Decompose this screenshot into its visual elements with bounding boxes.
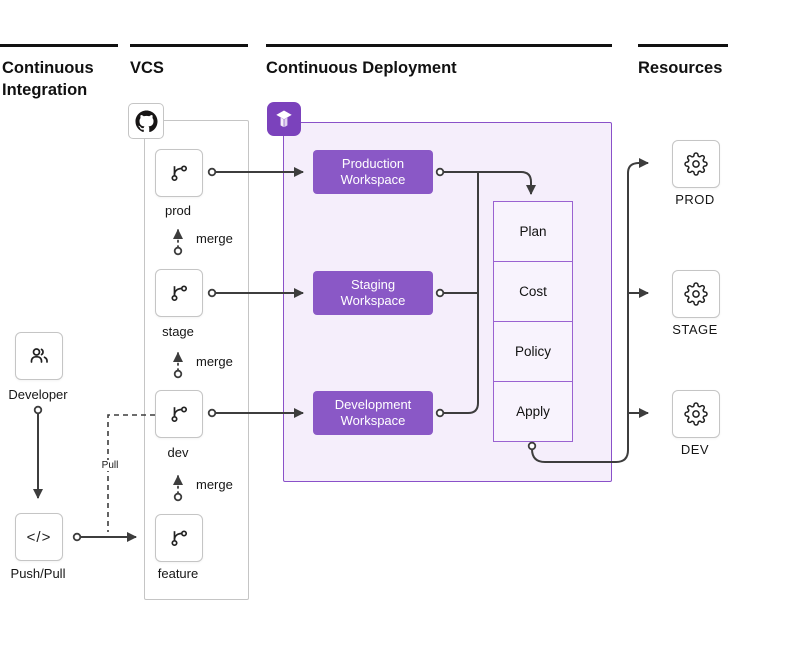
merge-label: merge — [196, 477, 233, 492]
git-branch-icon — [171, 165, 188, 182]
column-rule-vcs — [130, 44, 248, 47]
terminal-development-ws — [435, 408, 445, 418]
branch-label-prod: prod — [164, 203, 192, 218]
pipeline-stage-apply: Apply — [516, 404, 550, 419]
merge-label: merge — [196, 231, 233, 246]
terminal-dev-branch — [207, 408, 217, 418]
terraform-icon — [267, 102, 301, 136]
terminal-production-ws — [435, 167, 445, 177]
column-rule-ci — [0, 44, 118, 47]
branch-node-stage — [155, 269, 203, 317]
gear-icon — [684, 402, 708, 426]
terminal-merge-1 — [173, 246, 183, 256]
branch-label-feature: feature — [157, 566, 199, 581]
merge-label: merge — [196, 354, 233, 369]
git-branch-icon — [171, 406, 188, 423]
pushpull-label: Push/Pull — [10, 566, 66, 581]
gear-icon — [684, 152, 708, 176]
branch-label-dev: dev — [167, 445, 189, 460]
resource-label-dev: DEV — [680, 442, 710, 457]
pushpull-node: </> — [15, 513, 63, 561]
column-title-cd: Continuous Deployment — [266, 59, 457, 77]
code-icon: </> — [26, 528, 52, 546]
resource-label-stage: STAGE — [672, 322, 718, 337]
branch-node-dev — [155, 390, 203, 438]
terminal-merge-2 — [173, 369, 183, 379]
column-title-ci: Continuous Integration — [2, 59, 94, 99]
development-workspace-node: Development Workspace — [313, 391, 433, 435]
developer-node — [15, 332, 63, 380]
staging-workspace-node: Staging Workspace — [313, 271, 433, 315]
gear-icon — [684, 282, 708, 306]
branch-node-prod — [155, 149, 203, 197]
git-branch-icon — [171, 530, 188, 547]
connector-pull-dashed — [107, 414, 155, 532]
column-rule-cd — [266, 44, 612, 47]
pipeline-stack: Plan Cost Policy Apply — [493, 201, 573, 442]
terminal-staging-ws — [435, 288, 445, 298]
terminal-prod-branch — [207, 167, 217, 177]
git-branch-icon — [171, 285, 188, 302]
terminal-stage-branch — [207, 288, 217, 298]
column-rule-resources — [638, 44, 728, 47]
resource-node-stage — [672, 270, 720, 318]
column-title-resources: Resources — [638, 59, 723, 77]
branch-label-stage: stage — [162, 324, 194, 339]
team-icon — [30, 348, 48, 363]
resource-node-prod — [672, 140, 720, 188]
github-icon — [128, 103, 164, 139]
resource-label-prod: PROD — [675, 192, 715, 207]
pipeline-stage-cost: Cost — [494, 262, 572, 322]
production-workspace-node: Production Workspace — [313, 150, 433, 194]
terminal-pushpull — [72, 532, 82, 542]
pipeline-stage-policy: Policy — [494, 322, 572, 382]
connector-production-to-plan — [443, 171, 536, 195]
developer-label: Developer — [8, 387, 68, 402]
terminal-merge-3 — [173, 492, 183, 502]
column-title-vcs: VCS — [130, 59, 164, 77]
connector-apply-to-prod — [531, 158, 649, 463]
pull-arrow-label: Pull — [94, 460, 126, 471]
branch-node-feature — [155, 514, 203, 562]
connector-development-junction — [443, 172, 479, 414]
terminal-developer — [33, 405, 43, 415]
pipeline-stage-plan: Plan — [494, 202, 572, 262]
resource-node-dev — [672, 390, 720, 438]
terminal-apply — [527, 441, 537, 451]
